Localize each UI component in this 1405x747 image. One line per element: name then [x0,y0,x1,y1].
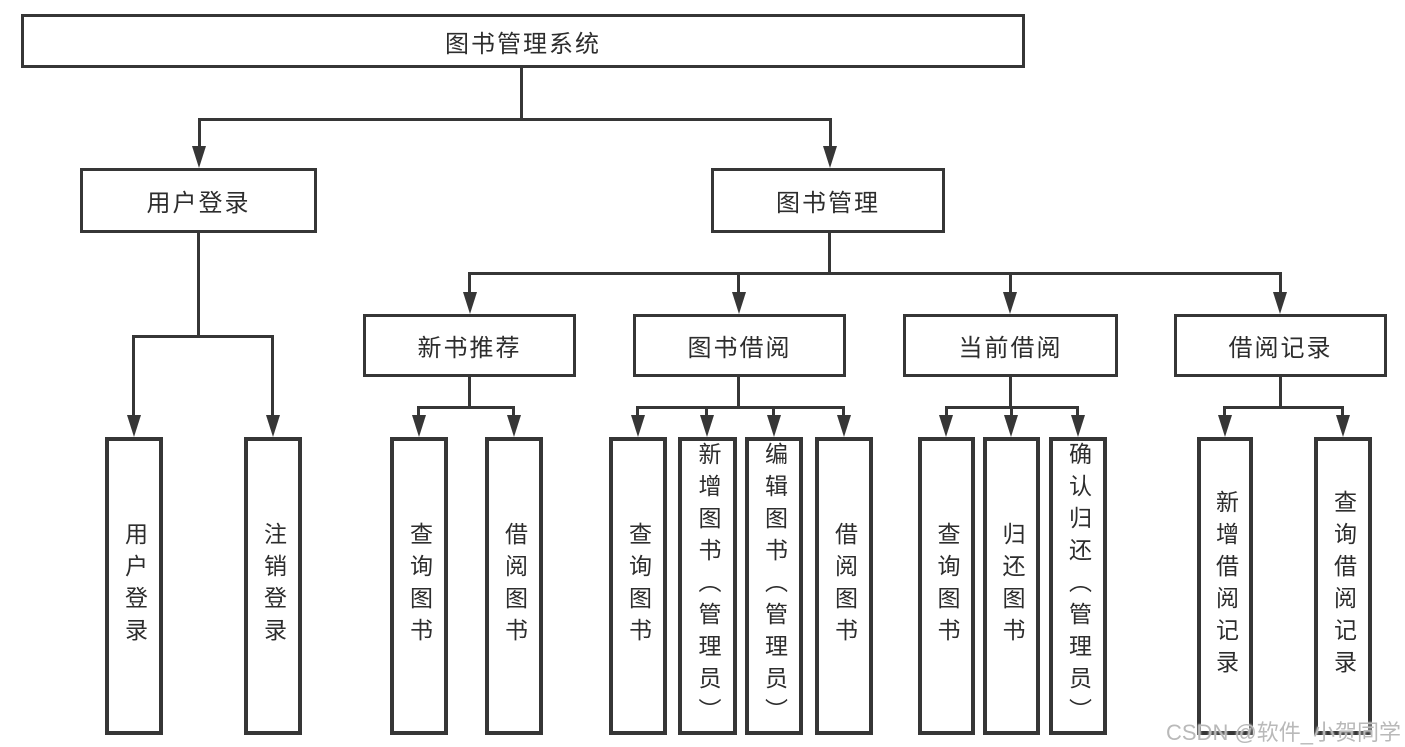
connector-line [417,406,420,417]
connector-line [828,233,831,275]
arrow-down-icon [463,292,477,314]
node-label: 图书管理系统 [445,30,601,58]
connector-line [468,377,471,409]
leaf-label: 借阅图书 [501,522,528,650]
connector-line [1010,406,1013,417]
leaf-return-books: 归还图书 [983,437,1040,735]
arrow-down-icon [266,415,280,437]
leaf-label: 编辑图书（管理员） [761,442,788,730]
connector-line [842,406,845,417]
arrow-down-icon [837,415,851,437]
arrow-down-icon [1071,415,1085,437]
arrow-down-icon [631,415,645,437]
connector-line [198,118,832,121]
arrow-down-icon [192,146,206,168]
leaf-user-login: 用户登录 [105,437,163,735]
leaf-confirm-return-admin: 确认归还（管理员） [1049,437,1107,735]
arrow-down-icon [732,292,746,314]
node-user-login: 用户登录 [80,168,317,233]
leaf-label: 新增图书（管理员） [695,442,721,730]
leaf-query-books-current: 查询图书 [918,437,975,735]
leaf-label: 查询借阅记录 [1330,490,1357,682]
connector-line [417,406,515,409]
leaf-query-books-recommend: 查询图书 [390,437,448,735]
leaf-label: 查询图书 [934,522,960,650]
leaf-label: 查询图书 [625,522,652,650]
connector-line [132,335,274,338]
leaf-query-books-borrowing: 查询图书 [609,437,667,735]
connector-line [737,377,740,409]
node-label: 用户登录 [146,190,251,217]
node-label: 借阅记录 [1228,335,1333,362]
leaf-label: 借阅图书 [831,522,858,650]
node-borrowing-records: 借阅记录 [1174,314,1387,377]
connector-line [1009,272,1012,296]
leaf-query-borrow-record: 查询借阅记录 [1314,437,1372,735]
connector-line [198,118,201,148]
leaf-label: 确认归还（管理员） [1065,442,1092,730]
arrow-down-icon [939,415,953,437]
connector-line [197,233,200,335]
leaf-edit-book-admin: 编辑图书（管理员） [745,437,803,735]
leaf-borrow-books-recommend: 借阅图书 [485,437,543,735]
arrow-down-icon [700,415,714,437]
connector-line [1223,406,1344,409]
leaf-label: 归还图书 [999,522,1025,650]
arrow-down-icon [767,415,781,437]
connector-line [1279,377,1282,409]
node-library-management-system: 图书管理系统 [21,14,1025,68]
connector-line [1009,377,1012,409]
watermark: CSDN @软件_小贺同学 [1166,720,1402,745]
node-label: 当前借阅 [958,335,1063,362]
arrow-down-icon [823,146,837,168]
node-book-borrowing: 图书借阅 [633,314,846,377]
leaf-label: 查询图书 [406,522,433,650]
arrow-down-icon [1003,292,1017,314]
connector-line [1223,406,1226,417]
node-new-book-recommendation: 新书推荐 [363,314,576,377]
node-label: 新书推荐 [417,335,522,362]
leaf-add-book-admin: 新增图书（管理员） [678,437,737,735]
arrow-down-icon [1336,415,1350,437]
connector-line [468,272,471,296]
node-current-borrowing: 当前借阅 [903,314,1118,377]
node-label: 图书借阅 [687,335,792,362]
connector-line [829,118,832,148]
node-book-management: 图书管理 [711,168,945,233]
arrow-down-icon [127,415,141,437]
connector-line [945,406,948,417]
leaf-label: 注销登录 [260,522,287,650]
arrow-down-icon [1273,292,1287,314]
leaf-label: 新增借阅记录 [1212,490,1239,682]
connector-line [520,68,523,118]
connector-line [705,406,708,417]
connector-line [1076,406,1079,417]
connector-line [132,335,135,417]
arrow-down-icon [412,415,426,437]
arrow-down-icon [1004,415,1018,437]
connector-line [636,406,845,409]
leaf-logout: 注销登录 [244,437,302,735]
arrow-down-icon [1218,415,1232,437]
connector-line [512,406,515,417]
connector-line [737,272,740,296]
connector-line [468,272,1282,275]
connector-line [271,335,274,417]
arrow-down-icon [507,415,521,437]
connector-line [772,406,775,417]
connector-line [1279,272,1282,296]
leaf-borrow-books-borrowing: 借阅图书 [815,437,873,735]
node-label: 图书管理 [776,190,880,217]
connector-line [1341,406,1344,417]
leaf-add-borrow-record: 新增借阅记录 [1197,437,1253,735]
leaf-label: 用户登录 [121,522,148,650]
connector-line [636,406,639,417]
